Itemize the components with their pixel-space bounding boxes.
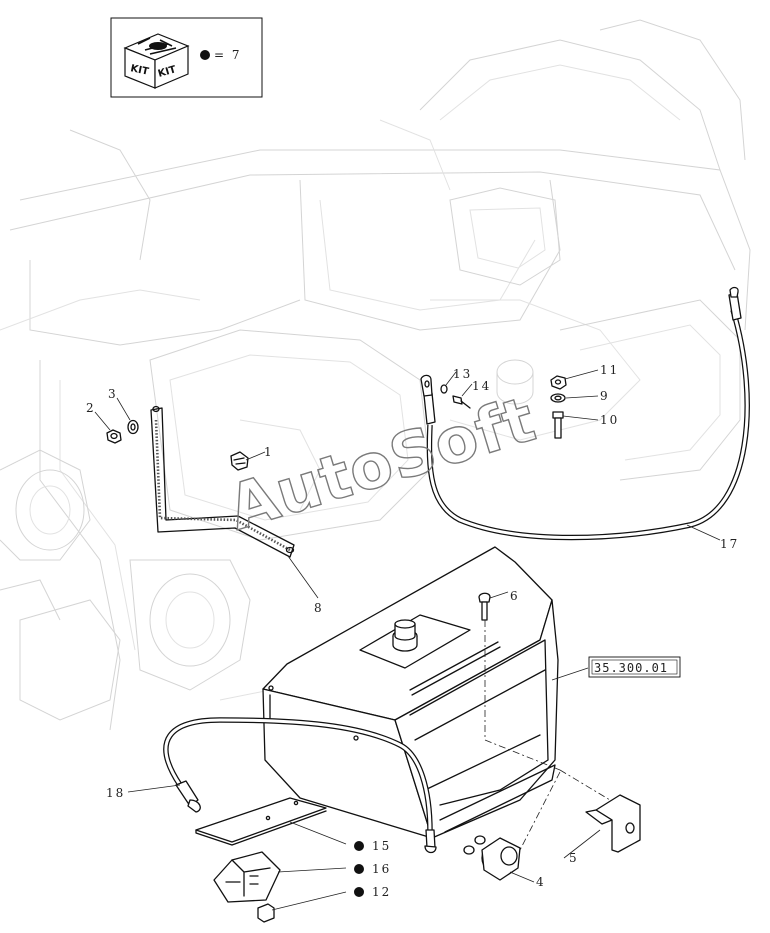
callout-17: 17 [720,537,739,551]
watermark-text: AutoSoft [220,382,544,544]
part-bracket [519,771,641,859]
callout-6: 6 [510,589,520,603]
callout-5: 5 [569,851,579,865]
callout-3: 3 [108,387,118,401]
part-bolt-washer-pair [440,371,473,409]
callout-16: 16 [372,862,391,876]
callout-2: 2 [86,401,96,415]
part-battery-box [262,546,589,839]
kit-bullet-icon [200,50,210,60]
callout-18: 18 [106,786,125,800]
bullet-icon-15 [354,841,364,851]
reference-label: 35.300.01 [594,661,668,675]
callout-labels: 1 2 3 4 5 6 8 9 10 11 12 13 14 15 16 17 … [86,363,739,899]
part-terminal-hardware [550,369,599,439]
part-bolt-6 [478,591,611,801]
callout-10: 10 [600,413,619,427]
callout-14: 14 [472,379,491,393]
part-ground-strap [150,405,319,599]
part-cable-positive [420,286,750,541]
kit-package-icon: KIT KIT [123,33,190,89]
callout-15: 15 [372,839,391,853]
part-clip [230,451,266,471]
callout-11: 11 [600,363,619,377]
callout-8: 8 [314,601,324,615]
callout-1: 1 [264,445,274,459]
kit-item-bullets [354,841,364,897]
reference-box[interactable]: 35.300.01 [588,656,681,678]
callout-9: 9 [600,389,610,403]
part-cable-negative [127,717,437,854]
part-washer-nut [94,397,139,444]
kit-note: = 7 [214,48,242,62]
callout-4: 4 [536,875,546,889]
callout-12: 12 [372,885,391,899]
callout-13: 13 [453,367,472,381]
part-disconnect-switch [463,835,535,883]
bullet-icon-16 [354,864,364,874]
kit-label-left: KIT [129,63,149,78]
kit-legend-box: KIT KIT = 7 [110,17,263,98]
kit-label-right: KIT [157,64,178,80]
part-pad-and-cover [195,797,347,923]
background-machine-outline [0,19,751,731]
bullet-icon-12 [354,887,364,897]
